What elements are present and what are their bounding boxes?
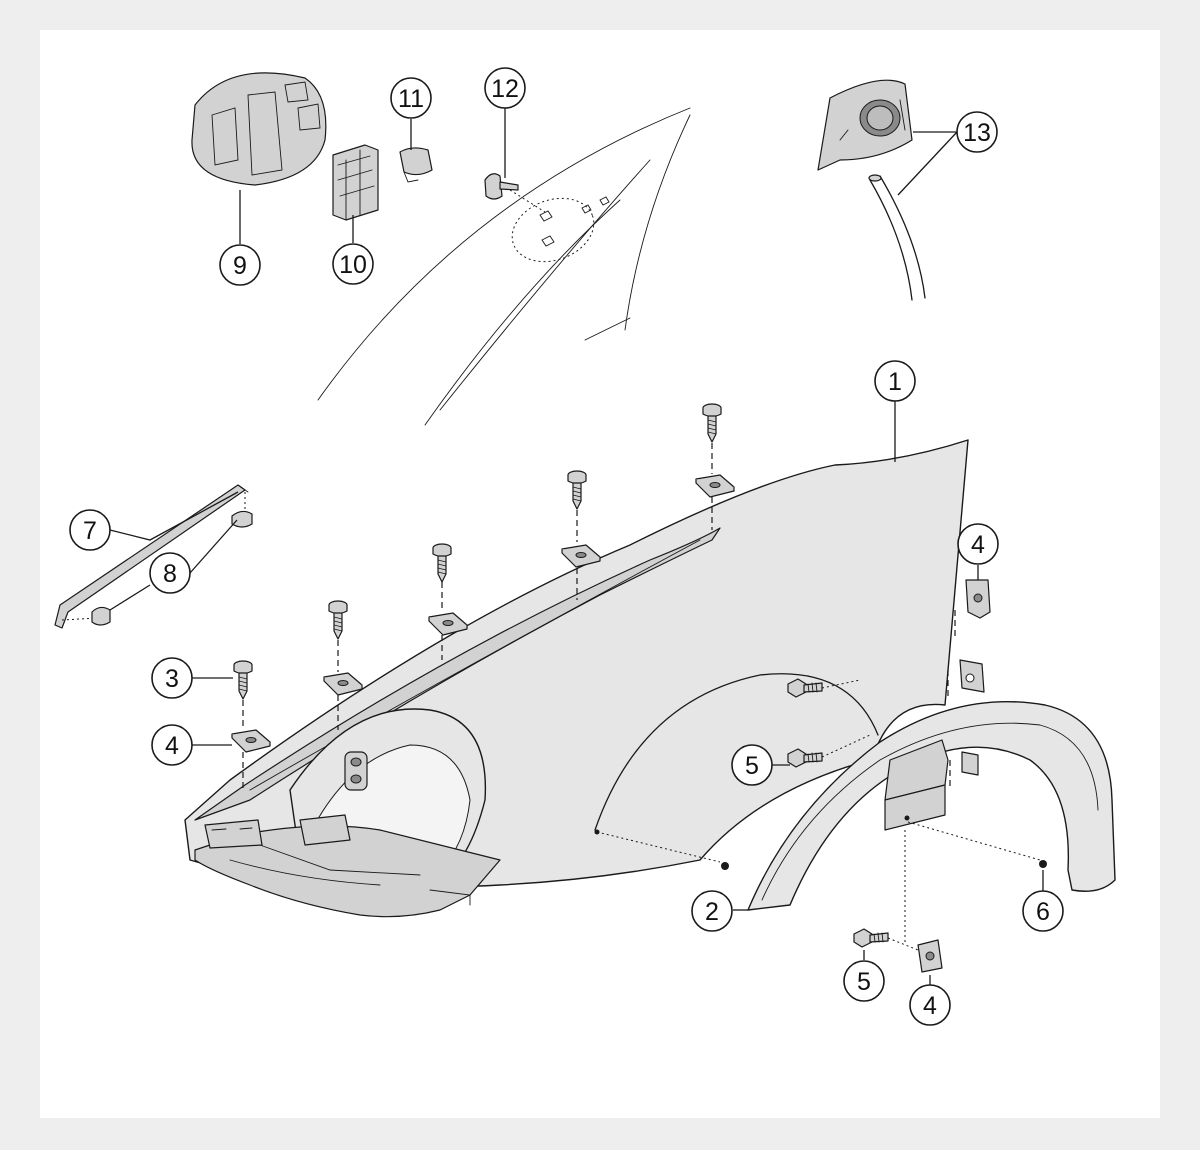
svg-text:4: 4 [971,531,985,559]
svg-text:4: 4 [923,992,937,1020]
svg-text:7: 7 [83,517,97,545]
callout-8: 8 [149,552,191,594]
part-12-pin [484,173,519,200]
callout-9: 9 [219,244,261,286]
callout-5-upper: 5 [731,744,773,786]
svg-text:2: 2 [705,898,719,926]
wheel-arch-extension [747,700,1116,911]
svg-text:4: 4 [165,732,179,760]
svg-text:13: 13 [963,119,991,147]
callout-3: 3 [151,657,193,699]
body-outline [317,107,691,426]
callout-5-lower: 5 [843,960,885,1002]
top-fasteners [231,403,735,790]
callout-2: 2 [691,890,733,932]
svg-text:6: 6 [1036,898,1050,926]
part-10-bracket [332,144,379,221]
callout-11: 11 [390,77,432,119]
svg-text:9: 9 [233,252,247,280]
svg-text:12: 12 [491,75,519,103]
svg-text:5: 5 [745,752,759,780]
callout-1: 1 [874,360,916,402]
bolts-and-nuts [596,678,1047,973]
callout-6: 6 [1022,890,1064,932]
callout-4-rear: 4 [957,523,999,565]
callout-10: 10 [332,243,374,285]
svg-text:5: 5 [857,968,871,996]
callout-4-bottom: 4 [909,984,951,1026]
part-7-strip-and-nuts [54,484,253,629]
callout-leaders [109,108,1044,985]
callout-4-left: 4 [151,724,193,766]
svg-text:3: 3 [165,665,179,693]
svg-text:10: 10 [339,251,367,279]
svg-text:8: 8 [163,560,177,588]
part-9-cover [191,72,327,186]
callout-7: 7 [69,509,111,551]
part-11-clip [399,147,433,183]
part-13-housing-and-tube [817,79,926,301]
rear-edge-clips [947,579,991,790]
part-1-fender [184,439,969,918]
callout-12: 12 [484,67,526,109]
svg-text:11: 11 [398,85,424,113]
callout-13: 13 [956,111,998,153]
svg-text:1: 1 [888,368,902,396]
